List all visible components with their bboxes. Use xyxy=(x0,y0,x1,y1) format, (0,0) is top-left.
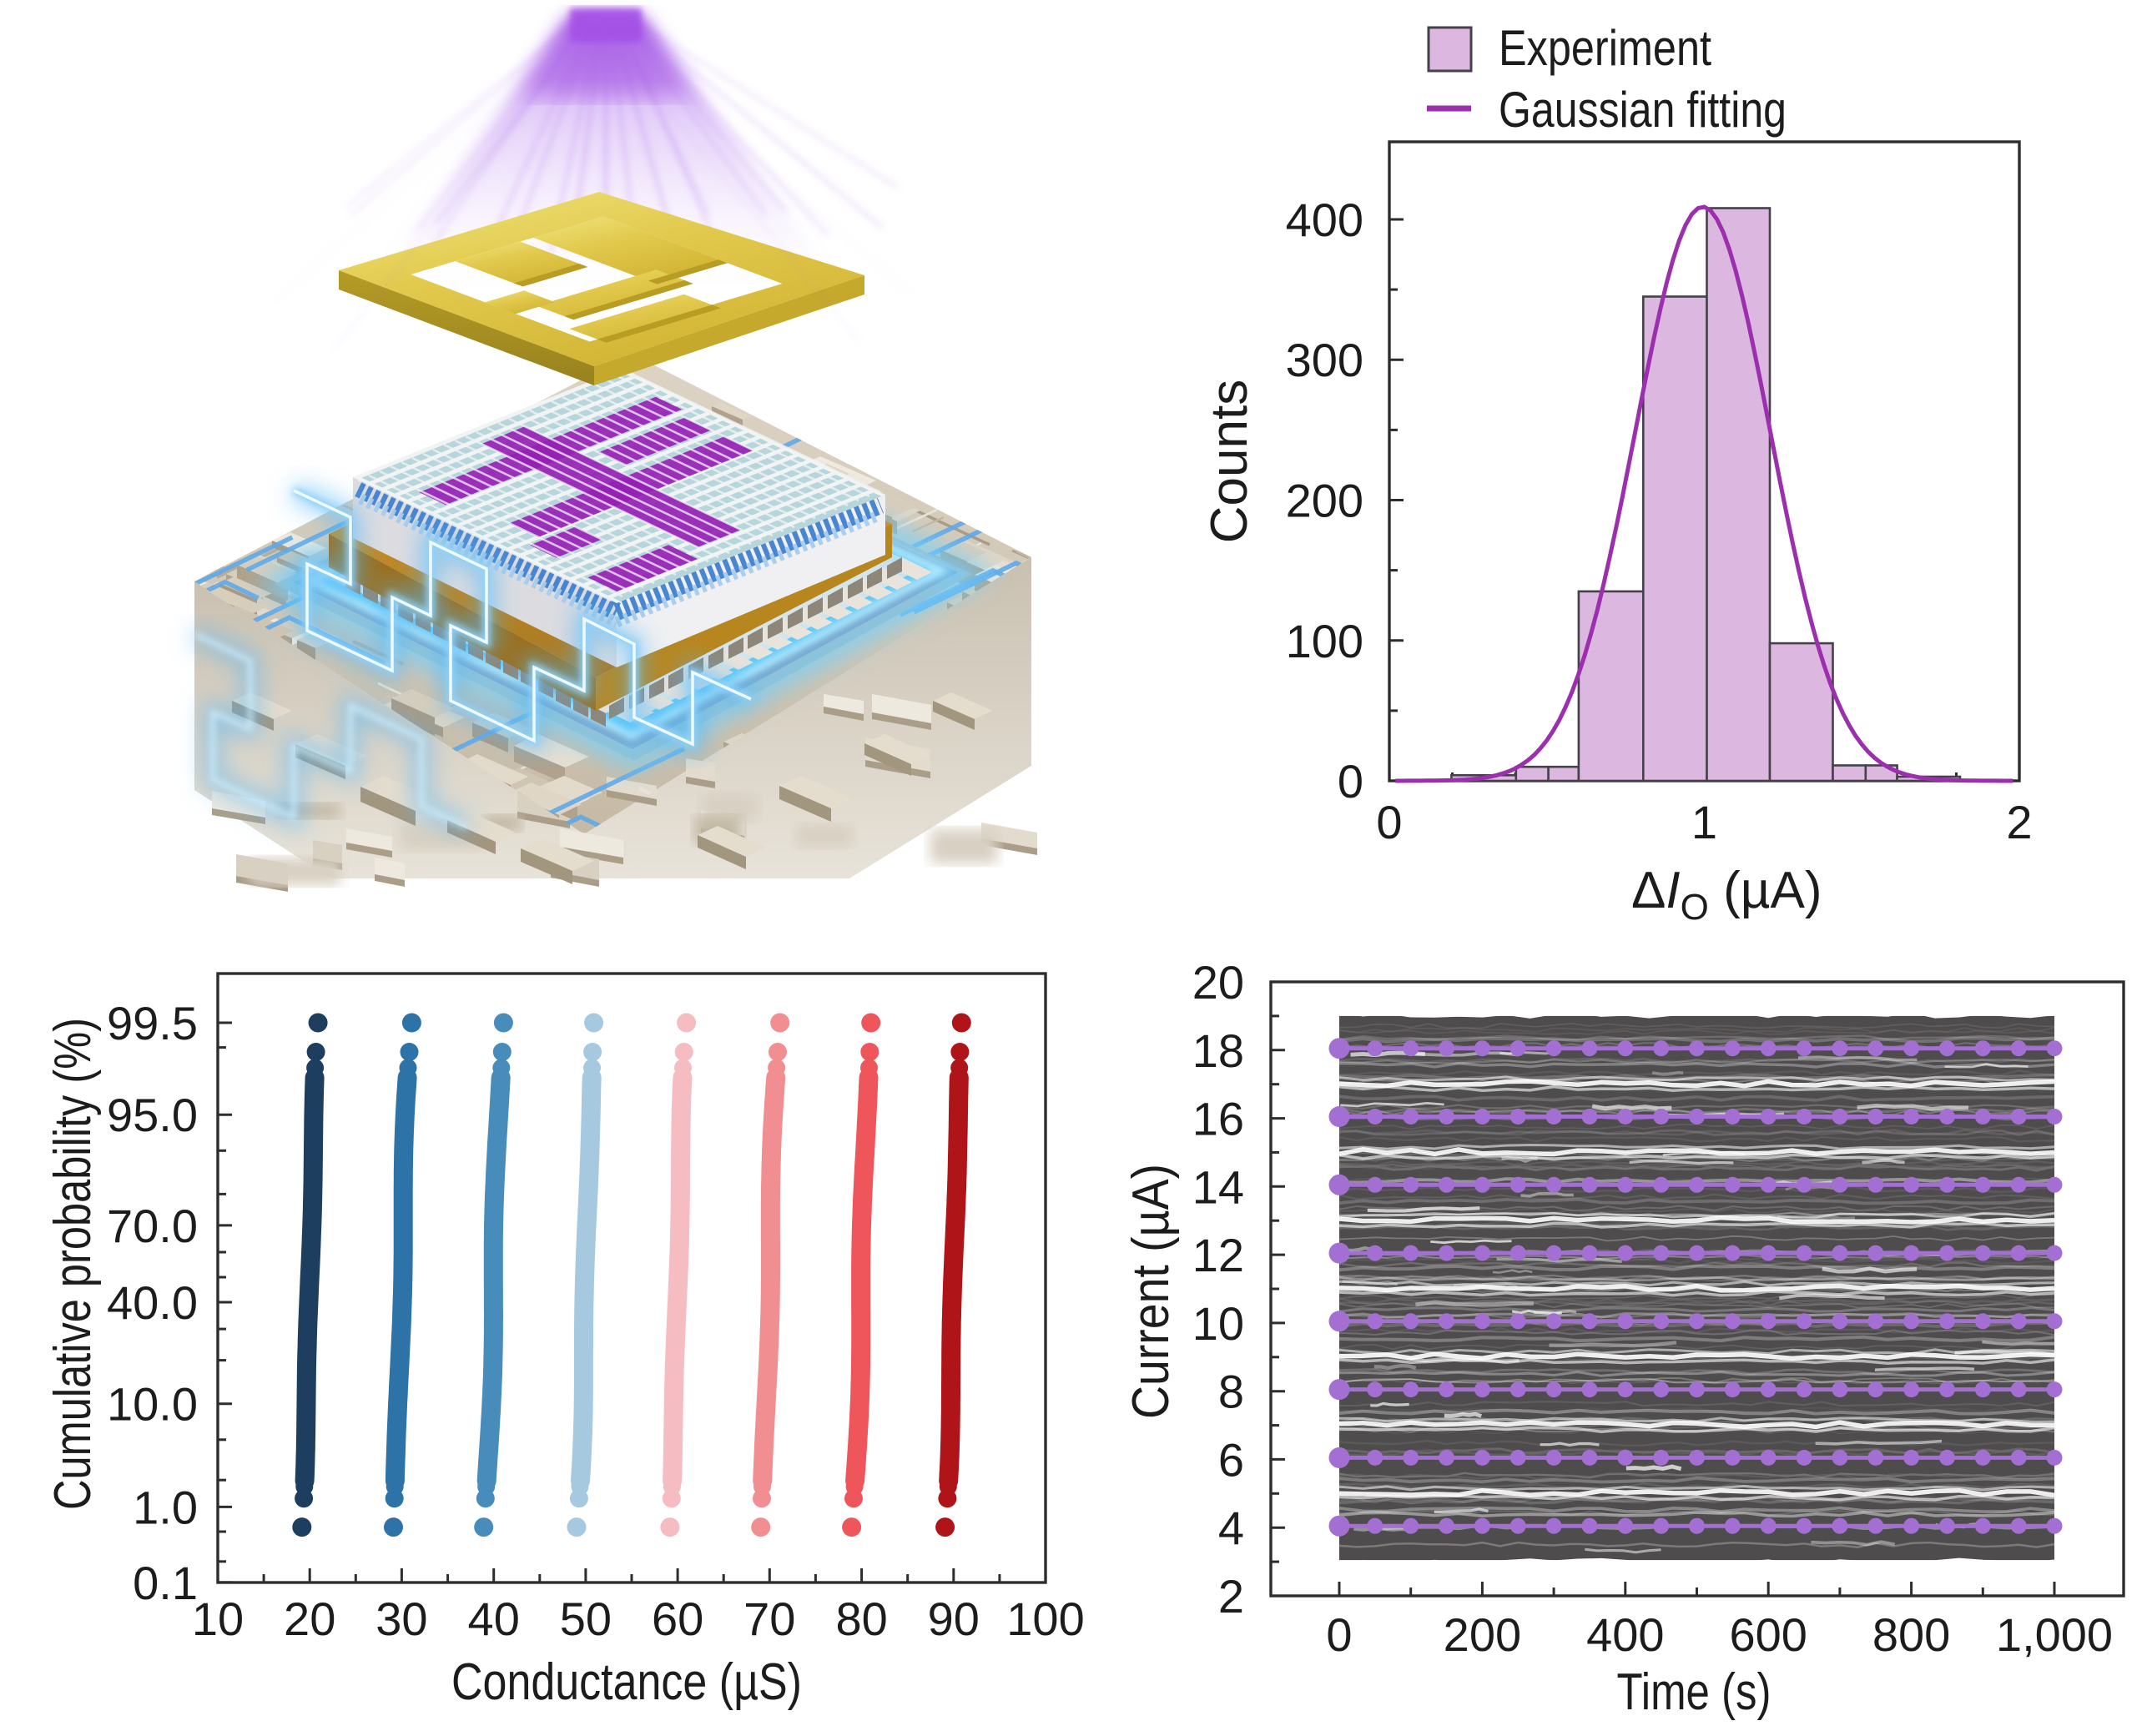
svg-text:300: 300 xyxy=(1286,334,1363,386)
svg-text:90: 90 xyxy=(928,1593,980,1645)
svg-text:80: 80 xyxy=(835,1593,887,1645)
svg-text:1,000: 1,000 xyxy=(1996,1608,2113,1661)
svg-text:0.1: 0.1 xyxy=(133,1557,198,1609)
svg-text:100: 100 xyxy=(1006,1593,1084,1645)
svg-text:Current (µA): Current (µA) xyxy=(1122,1164,1180,1419)
svg-text:100: 100 xyxy=(1286,615,1363,667)
svg-text:10: 10 xyxy=(192,1593,244,1645)
svg-text:Cumulative probability (%): Cumulative probability (%) xyxy=(44,1018,102,1510)
svg-text:30: 30 xyxy=(375,1593,427,1645)
svg-text:1: 1 xyxy=(1691,796,1717,848)
svg-text:600: 600 xyxy=(1729,1608,1807,1661)
svg-text:40: 40 xyxy=(468,1593,520,1645)
svg-text:2: 2 xyxy=(2006,796,2032,848)
svg-text:Gaussian fitting: Gaussian fitting xyxy=(1499,82,1787,138)
svg-text:4: 4 xyxy=(1218,1502,1244,1554)
svg-text:1.0: 1.0 xyxy=(133,1481,198,1533)
svg-text:99.5: 99.5 xyxy=(107,997,198,1049)
svg-text:70: 70 xyxy=(743,1593,795,1645)
svg-text:2: 2 xyxy=(1218,1570,1244,1623)
svg-text:60: 60 xyxy=(652,1593,703,1645)
svg-text:200: 200 xyxy=(1286,475,1363,527)
svg-text:10: 10 xyxy=(1192,1297,1244,1350)
svg-text:10.0: 10.0 xyxy=(107,1378,198,1431)
svg-text:200: 200 xyxy=(1444,1608,1521,1661)
svg-text:14: 14 xyxy=(1192,1160,1244,1213)
svg-text:Time (s): Time (s) xyxy=(1617,1663,1771,1721)
svg-text:18: 18 xyxy=(1192,1024,1244,1077)
svg-text:70.0: 70.0 xyxy=(107,1200,198,1252)
svg-text:12: 12 xyxy=(1192,1229,1244,1281)
svg-text:400: 400 xyxy=(1286,194,1363,246)
svg-text:8: 8 xyxy=(1218,1366,1244,1418)
svg-text:800: 800 xyxy=(1872,1608,1950,1661)
svg-text:20: 20 xyxy=(284,1593,335,1645)
svg-text:Conductance (µS): Conductance (µS) xyxy=(451,1653,802,1711)
svg-text:20: 20 xyxy=(1192,956,1244,1009)
svg-text:ΔIO (µA): ΔIO (µA) xyxy=(1631,862,1822,928)
svg-text:0: 0 xyxy=(1338,755,1363,808)
svg-text:50: 50 xyxy=(560,1593,612,1645)
svg-text:0: 0 xyxy=(1326,1608,1352,1661)
svg-text:6: 6 xyxy=(1218,1433,1244,1486)
svg-text:16: 16 xyxy=(1192,1093,1244,1145)
svg-text:Experiment: Experiment xyxy=(1499,20,1711,76)
svg-text:95.0: 95.0 xyxy=(107,1089,198,1141)
svg-text:0: 0 xyxy=(1376,796,1402,848)
svg-text:400: 400 xyxy=(1586,1608,1664,1661)
svg-text:Counts: Counts xyxy=(1201,380,1258,543)
svg-text:40.0: 40.0 xyxy=(107,1276,198,1329)
